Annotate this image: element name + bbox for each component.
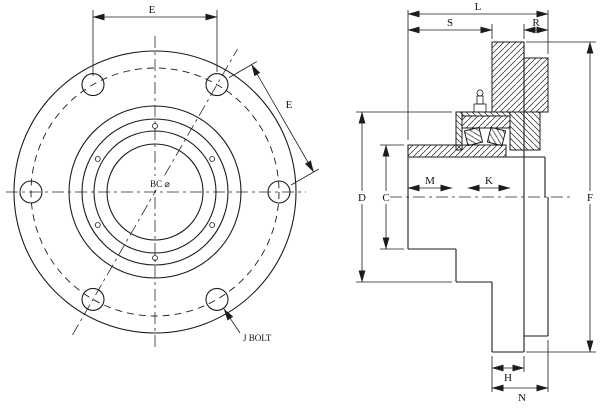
dimension-s: S: [407, 17, 493, 39]
dim-label-n: N: [518, 392, 526, 404]
rivet-mark: [152, 123, 158, 129]
bearing-outer-ring: [461, 115, 511, 129]
leader-line: [223, 308, 241, 334]
housing-back-section: [509, 111, 541, 151]
rivet-mark: [94, 156, 101, 162]
dimension-h: H: [491, 356, 525, 392]
rivet-mark: [152, 255, 158, 261]
grease-fitting-ball: [476, 89, 484, 97]
dimension-r: R: [523, 17, 549, 39]
diagonal-centerline: [72, 48, 238, 336]
dim-label-h: H: [504, 372, 512, 384]
bore-circle: [106, 143, 204, 241]
grease-fitting-stem: [476, 95, 484, 105]
bearing-roller: [463, 126, 484, 147]
bearing-inner-ring: [407, 144, 507, 158]
bolt-circle-label: BC ⌀: [150, 179, 170, 189]
dim-label-l: L: [475, 1, 482, 13]
exterior-outline: [408, 41, 549, 353]
bolt-circle: [30, 67, 280, 317]
extension-line: [228, 61, 258, 78]
dim-label-k: K: [485, 175, 493, 187]
bolt-hole: [205, 287, 229, 311]
dimension-c: C: [380, 144, 404, 250]
dim-label-e-diagonal: E: [286, 99, 293, 111]
dimension-n: N: [491, 340, 549, 404]
pilot-section: [523, 57, 549, 113]
dimension-m: M: [407, 175, 453, 192]
bolt-circle-callout: BC ⌀: [141, 176, 179, 190]
dimension-d: D: [356, 111, 452, 283]
dim-label-e-top: E: [149, 4, 156, 16]
flange-section: [491, 41, 525, 113]
label-mask: [141, 176, 179, 190]
dim-label-c: C: [382, 192, 389, 204]
dimension-line: [251, 64, 314, 173]
grease-fitting-nut: [473, 103, 487, 113]
dimension-e-diagonal: E: [228, 61, 320, 186]
rivet-mark: [209, 222, 216, 228]
housing-front-section: [455, 111, 463, 151]
bearing-roller: [486, 126, 507, 147]
bolt-hole: [267, 180, 291, 204]
grease-fitting: [473, 89, 487, 113]
side-view: L S R D C: [356, 1, 596, 404]
shaft-outline: [407, 145, 546, 249]
flange-outer-circle: [13, 50, 297, 334]
bolt-hole: [19, 180, 43, 204]
rivet-mark: [209, 156, 216, 162]
dim-label-m: M: [425, 175, 435, 187]
housing-wall-section: [461, 111, 511, 117]
dim-label-d: D: [358, 192, 366, 204]
rivet-mark: [94, 222, 101, 228]
j-bolt-label: J BOLT: [243, 333, 272, 343]
seal-circle: [81, 118, 229, 266]
dim-label-s: S: [447, 17, 453, 29]
bolt-hole: [205, 73, 229, 97]
dimension-k: K: [467, 175, 511, 192]
extension-line: [290, 168, 320, 186]
j-bolt-callout: J BOLT: [223, 308, 272, 343]
front-view: E E BC ⌀ J BOLT: [6, 4, 320, 350]
dim-label-f: F: [587, 192, 593, 204]
dimension-f: F: [526, 41, 596, 353]
dim-label-r: R: [532, 17, 540, 29]
dimension-e-top: E: [92, 4, 218, 76]
bolt-hole: [81, 287, 105, 311]
inner-ring-circle: [93, 130, 217, 254]
housing-pilot-circle: [68, 105, 242, 279]
